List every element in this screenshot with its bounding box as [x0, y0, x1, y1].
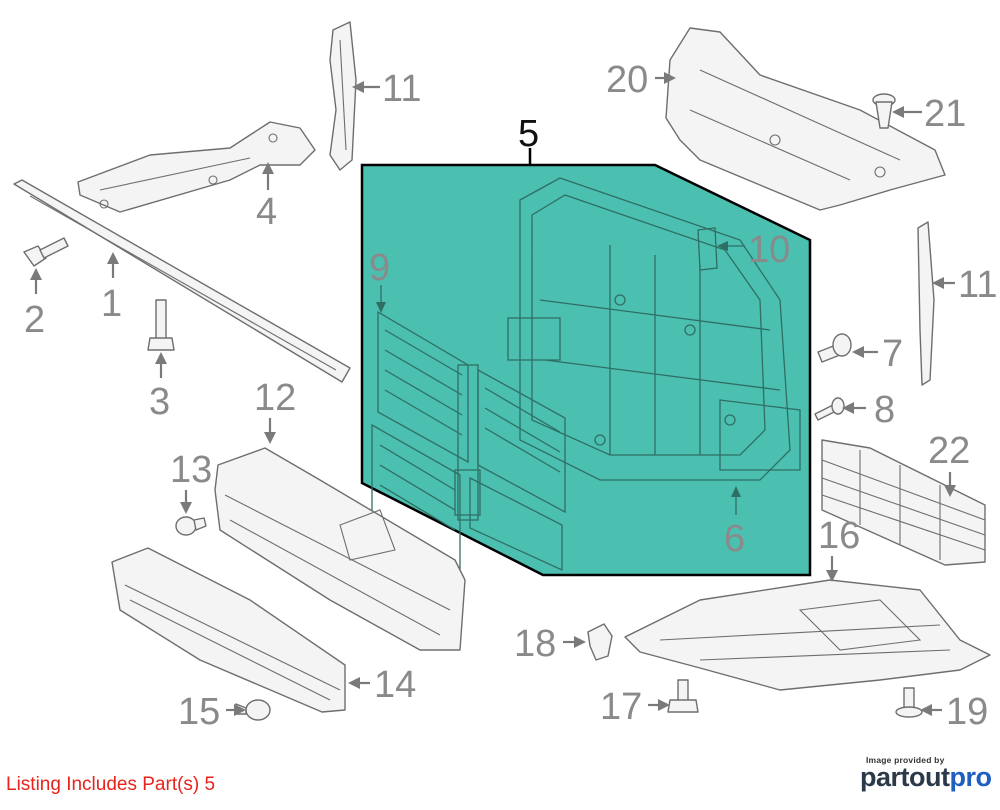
callout-20: 20 — [606, 59, 648, 101]
leader-lines — [30, 72, 956, 716]
part-9-shutter-lines — [371, 310, 566, 572]
callout-14: 14 — [374, 664, 416, 706]
listing-note: Listing Includes Part(s) 5 — [6, 774, 216, 795]
part-19-bolt[interactable] — [895, 687, 923, 718]
part-1-rod[interactable] — [13, 179, 351, 383]
callout-6: 6 — [724, 518, 745, 560]
part-16-shield[interactable] — [624, 579, 991, 691]
callout-17: 17 — [600, 686, 642, 728]
callout-19: 19 — [946, 691, 988, 733]
part-21-clip[interactable] — [872, 93, 896, 129]
part-17-bolt[interactable] — [667, 679, 699, 713]
callout-4: 4 — [256, 191, 277, 233]
callout-3: 3 — [149, 381, 170, 423]
callout-11-left: 11 — [382, 68, 421, 110]
image-credit: Image provided by — [866, 755, 945, 765]
part-11-right-seal[interactable] — [917, 221, 935, 386]
callout-16: 16 — [818, 515, 860, 557]
partoutpro-logo[interactable]: partoutpro — [860, 762, 992, 793]
part-4-bracket[interactable] — [77, 121, 316, 213]
part-5-highlight[interactable] — [360, 163, 812, 577]
callout-12: 12 — [254, 377, 296, 419]
callout-1: 1 — [101, 283, 122, 325]
part-8-bolt[interactable] — [814, 397, 845, 421]
brand-part2: pro — [949, 762, 992, 792]
part-12-deflector[interactable] — [214, 447, 466, 651]
part-2-bolt[interactable] — [23, 237, 69, 267]
callout-2: 2 — [24, 299, 45, 341]
brand-part1: partout — [860, 762, 950, 792]
callout-10: 10 — [748, 229, 790, 271]
callout-22: 22 — [928, 430, 970, 472]
part-11-left-seal[interactable] — [329, 21, 357, 171]
callout-9: 9 — [369, 247, 390, 289]
callout-8: 8 — [874, 389, 895, 431]
part-14-lower[interactable] — [111, 547, 346, 713]
callout-labels: 11 4 1 2 3 5 9 10 6 20 21 11 7 8 22 12 1… — [24, 59, 997, 733]
callout-15: 15 — [178, 691, 220, 733]
callout-7: 7 — [882, 333, 903, 375]
part-22-grille[interactable] — [821, 439, 986, 566]
part-6-frame-lines — [507, 177, 801, 481]
part-3-bolt[interactable] — [147, 299, 175, 351]
callout-18: 18 — [514, 623, 556, 665]
callout-11-right: 11 — [958, 264, 997, 306]
part-10-bracket-lines — [697, 227, 718, 271]
part-20-cover[interactable] — [665, 27, 946, 211]
callout-13: 13 — [170, 449, 212, 491]
callout-5: 5 — [518, 113, 539, 155]
part-13-clip[interactable] — [175, 516, 207, 536]
part-18-clip[interactable] — [587, 623, 613, 661]
part-7-clip[interactable] — [817, 333, 852, 363]
callout-21: 21 — [924, 93, 966, 135]
